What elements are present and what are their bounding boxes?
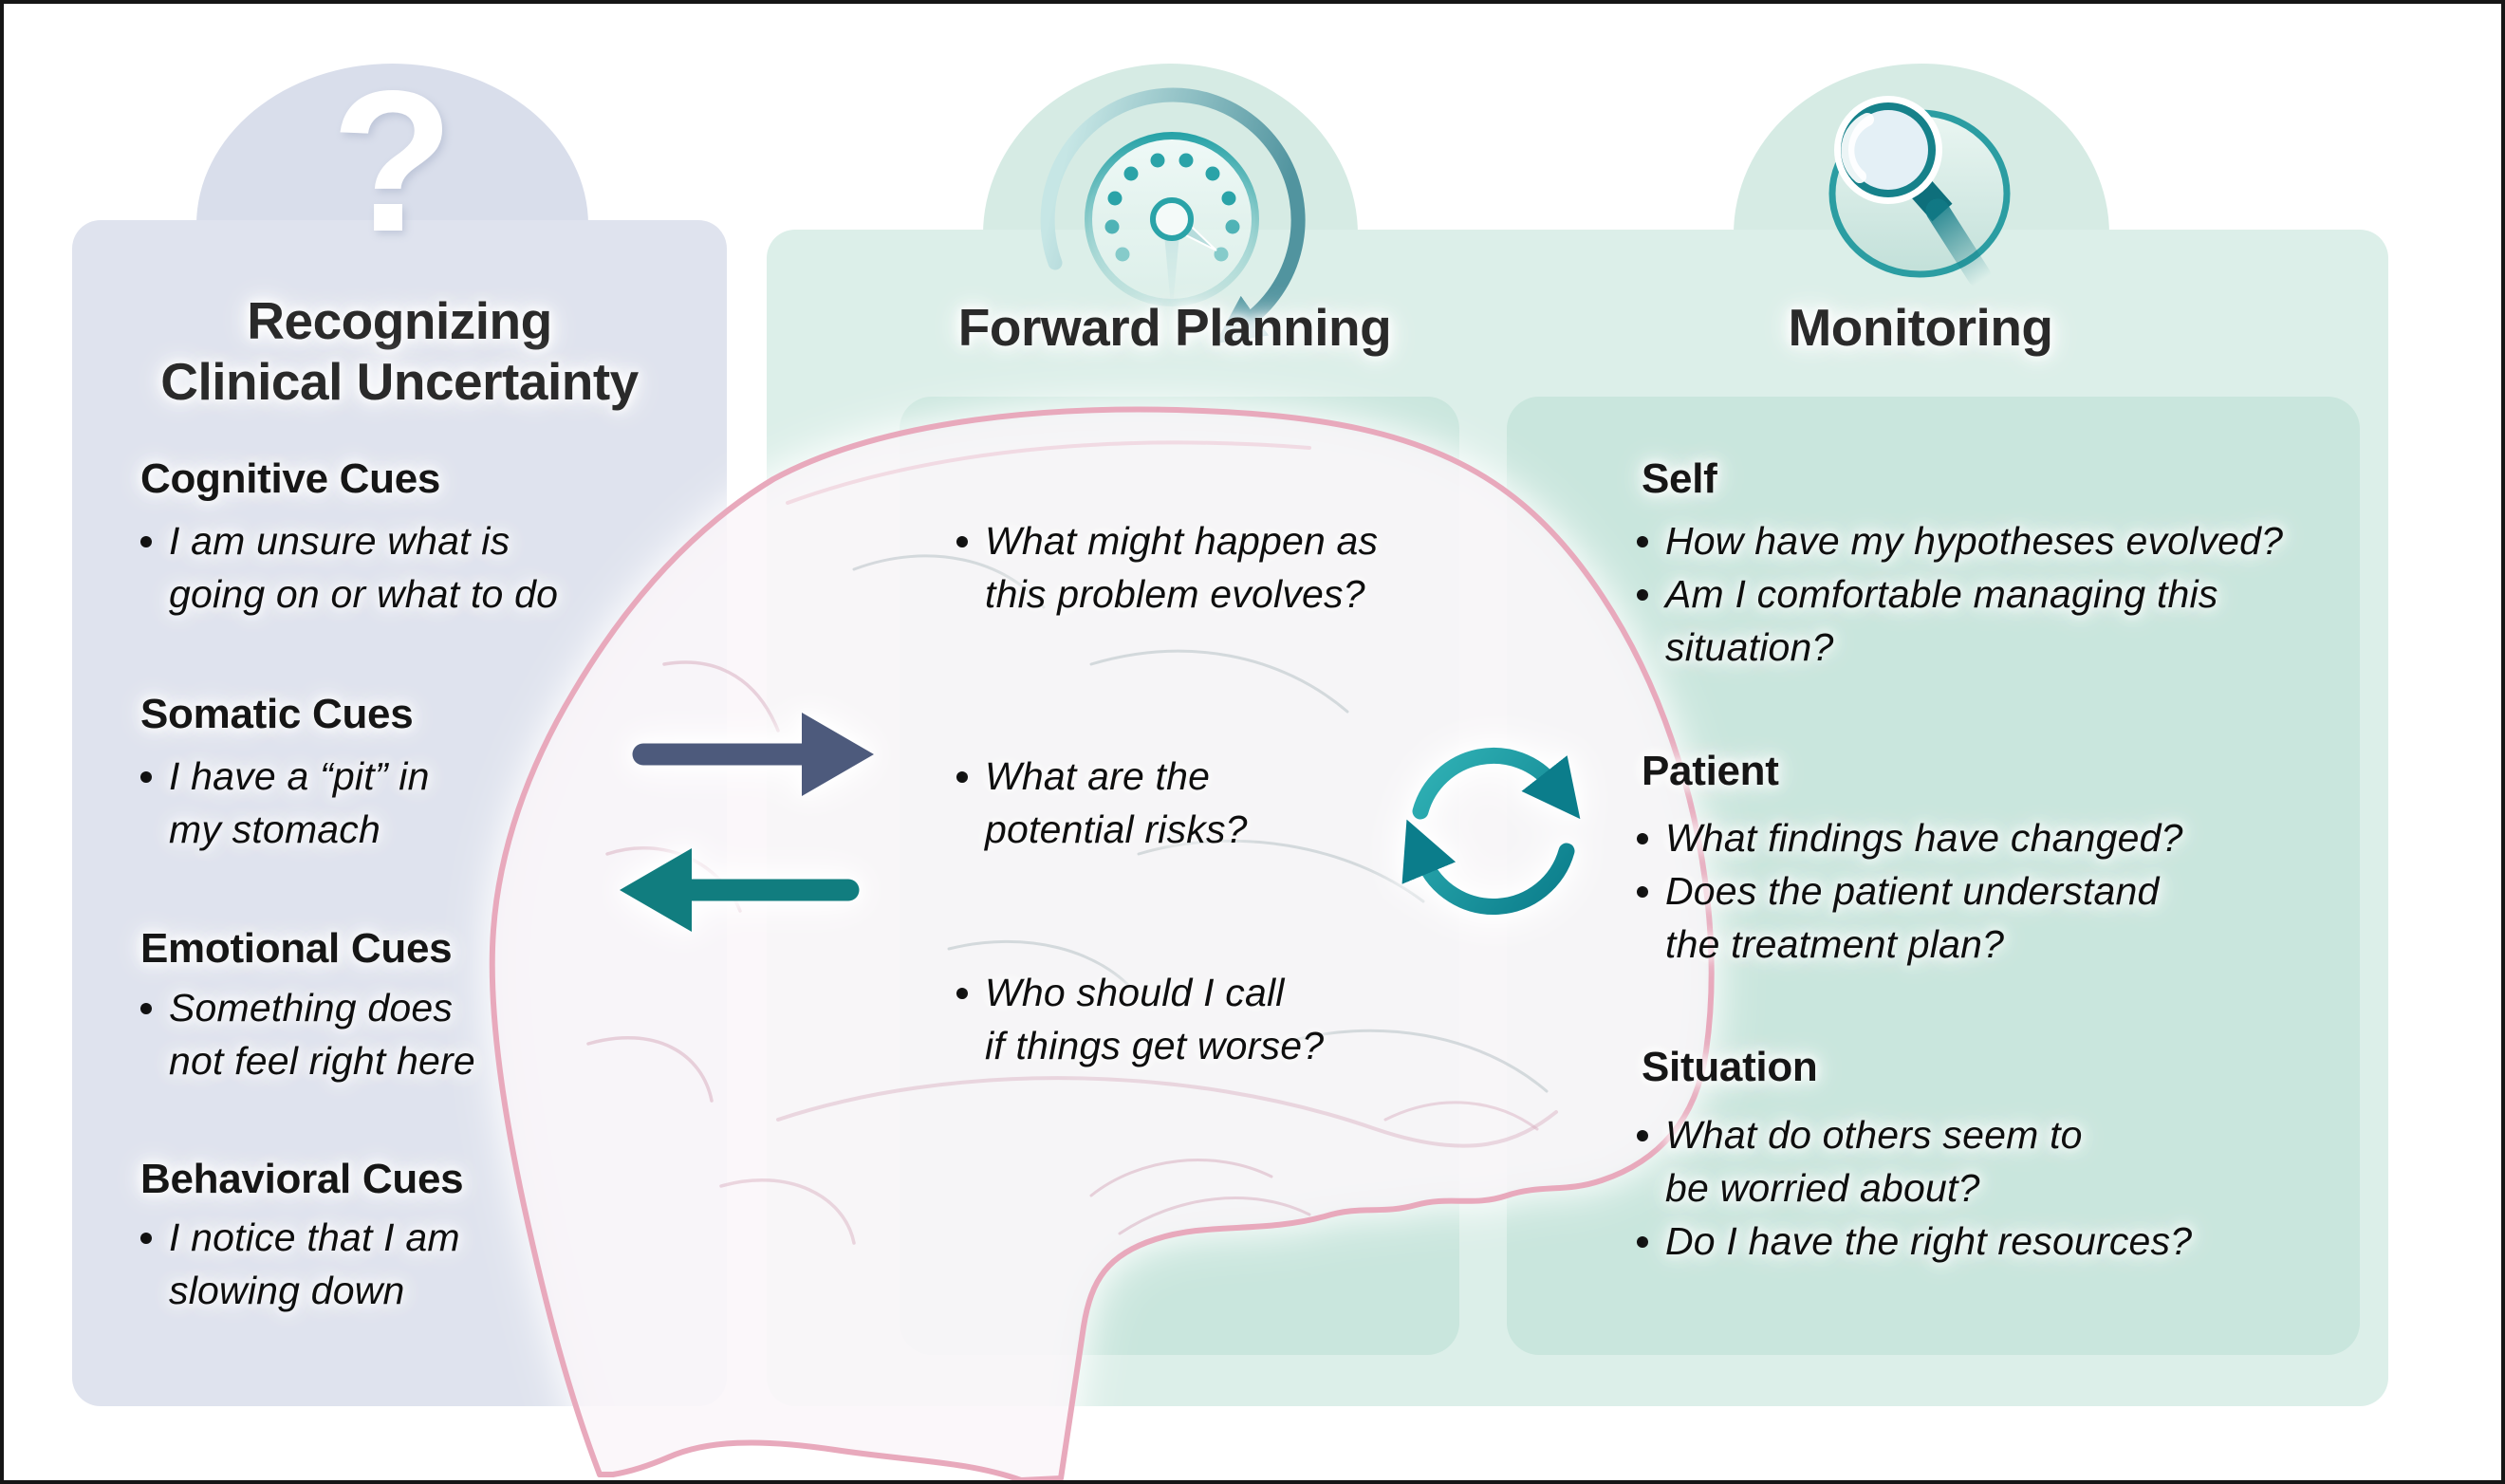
bullet-dot: [140, 1003, 152, 1014]
recognizing-title: Recognizing Clinical Uncertainty: [72, 290, 727, 412]
bullet-dot: [956, 771, 968, 783]
bullet-dot: [1637, 589, 1648, 601]
self-heading: Self: [1642, 455, 1717, 502]
cognitive-cues-heading: Cognitive Cues: [140, 455, 441, 502]
recognizing-title-line2: Clinical Uncertainty: [160, 352, 639, 411]
monitoring-dome: [1734, 64, 2109, 234]
forward-planning-title: Forward Planning: [957, 298, 1392, 357]
bullet-dot: [1637, 833, 1648, 844]
somatic-cues-heading: Somatic Cues: [140, 691, 414, 737]
patient-bullets: What findings have changed? Does the pat…: [1637, 811, 2183, 971]
question-mark-icon: ?: [330, 48, 455, 273]
bullet-dot: [956, 536, 968, 547]
bullet-dot: [1637, 536, 1648, 547]
bullet-dot: [1637, 886, 1648, 898]
bullet-dot: [1637, 1236, 1648, 1248]
emotional-cues-heading: Emotional Cues: [140, 925, 453, 972]
monitoring-title: Monitoring: [1788, 298, 2053, 357]
behavioral-cues-heading: Behavioral Cues: [140, 1156, 464, 1202]
bullet-dot: [140, 1233, 152, 1244]
bullet-dot: [140, 536, 152, 547]
patient-heading: Patient: [1642, 748, 1779, 794]
bullet-dot: [956, 988, 968, 999]
situation-heading: Situation: [1642, 1044, 1818, 1090]
forward-planning-dome: [983, 64, 1358, 234]
self-bullets: How have my hypotheses evolved? Am I com…: [1637, 514, 2283, 674]
bullet-dot: [1637, 1130, 1648, 1141]
recognizing-title-line1: Recognizing: [247, 291, 552, 350]
bullet-dot: [140, 771, 152, 783]
